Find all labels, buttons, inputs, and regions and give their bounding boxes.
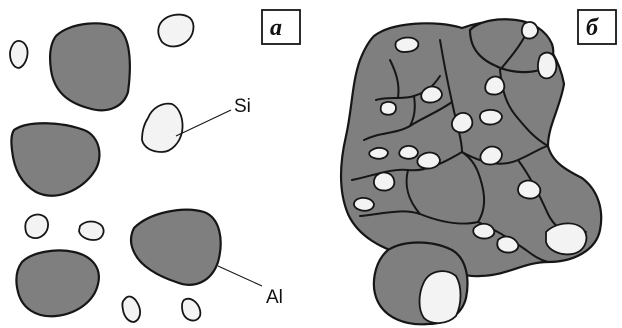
si-particle (182, 299, 200, 321)
al-particle (131, 210, 221, 285)
al-leader-line (218, 266, 262, 286)
panel-b: б (341, 10, 616, 324)
si-label: Si (234, 96, 251, 117)
si-leader-line (176, 110, 231, 136)
si-particle (25, 215, 48, 239)
al-particle (16, 250, 99, 316)
al-label: Al (266, 287, 283, 308)
si-particle (158, 15, 193, 47)
si-particle (122, 297, 140, 322)
al-particle (50, 23, 130, 110)
si-particle (10, 41, 28, 68)
si-particle (142, 104, 183, 152)
panel-a: Si Al а (10, 10, 300, 322)
al-particle (11, 123, 99, 195)
panel-b-letter: б (586, 15, 599, 41)
si-particle (79, 222, 104, 241)
panel-a-letter: а (270, 15, 282, 41)
